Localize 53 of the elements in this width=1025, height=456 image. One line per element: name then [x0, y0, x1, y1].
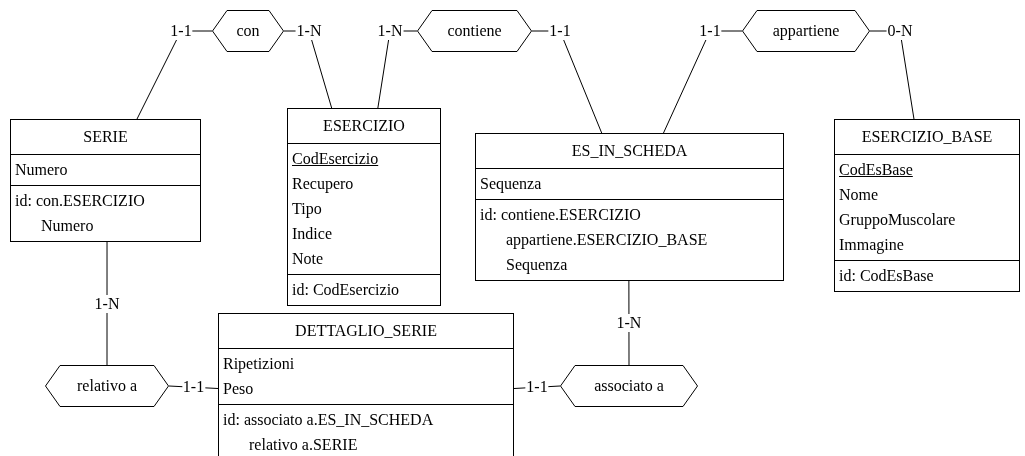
attribute: Sequenza — [479, 174, 543, 195]
attribute: Peso — [222, 379, 255, 399]
identifier-line: Sequenza — [505, 255, 569, 276]
identifier-line: id: contiene.ESERCIZIO — [479, 205, 642, 225]
cardinality-label: 1-N — [93, 294, 121, 313]
identifier-line: relativo a.SERIE — [248, 435, 359, 455]
attribute: Immagine — [838, 235, 905, 256]
connector-line — [663, 30, 743, 134]
identifier-line: id: CodEsercizio — [291, 280, 401, 300]
attribute: Indice — [291, 224, 333, 244]
relationship-hexagon — [742, 10, 870, 52]
relationship-name: associato a — [593, 377, 665, 395]
connector-line — [531, 30, 603, 134]
identifier-line: id: CodEsBase — [838, 266, 935, 286]
relationship-hexagon — [417, 10, 532, 52]
cardinality-label: 1-N — [615, 314, 643, 332]
cardinality-label: 1-N — [295, 22, 323, 40]
attribute: GruppoMuscolare — [838, 210, 957, 231]
entity-box — [287, 108, 441, 306]
relationship-hexagon — [45, 365, 169, 407]
relationship-name: appartiene — [771, 22, 841, 40]
attribute: Ripetizioni — [222, 354, 296, 375]
relationship-name: relativo a — [76, 377, 138, 395]
attribute: Numero — [14, 160, 69, 180]
entity-box — [475, 133, 784, 281]
entity-name: ES_IN_SCHEDA — [570, 141, 689, 161]
connector-line — [136, 30, 213, 120]
relationship-hexagon — [212, 10, 284, 52]
attribute: Note — [291, 249, 325, 269]
attribute: CodEsercizio — [291, 149, 380, 169]
entity-name: SERIE — [82, 127, 129, 147]
cardinality-label: 1-1 — [698, 22, 722, 40]
cardinality-label: 0-N — [886, 22, 914, 40]
identifier-line: appartiene.ESERCIZIO_BASE — [505, 230, 709, 251]
entity-box — [834, 119, 1020, 292]
identifier-line: id: con.ESERCIZIO — [14, 191, 146, 211]
cardinality-label: 1-1 — [169, 22, 193, 40]
cardinality-label: 1-N — [376, 22, 404, 40]
identifier-line: id: associato a.ES_IN_SCHEDA — [222, 410, 435, 430]
entity-name: DETTAGLIO_SERIE — [294, 321, 438, 341]
entity-box — [218, 313, 514, 456]
attribute: Tipo — [291, 199, 323, 220]
attribute: Recupero — [291, 174, 355, 195]
entity-name: ESERCIZIO_BASE — [860, 127, 994, 147]
entity-box — [10, 119, 201, 242]
relationship-name: con — [235, 22, 261, 40]
entity-name: ESERCIZIO — [322, 116, 406, 136]
attribute: CodEsBase — [838, 160, 914, 180]
cardinality-label: 1-1 — [548, 22, 572, 40]
relationship-hexagon — [560, 365, 698, 407]
identifier-line: Numero — [40, 216, 95, 236]
attribute: Nome — [838, 185, 880, 205]
relationship-name: contiene — [446, 22, 503, 40]
